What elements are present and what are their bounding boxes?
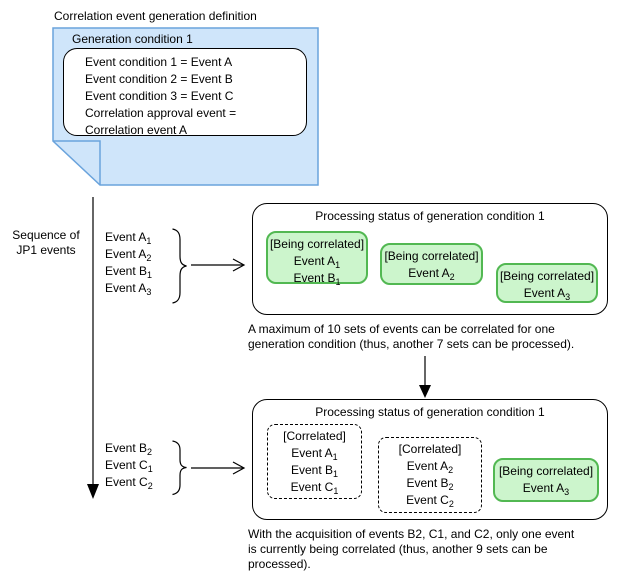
correlation-set-green: [Being correlated] Event A3	[493, 458, 599, 502]
correlation-set-dashed: [Correlated] Event A2 Event B2 Event C2	[378, 437, 482, 513]
correlation-set-green: [Being correlated] Event A2	[380, 243, 483, 285]
event-subscript: 1	[147, 464, 153, 474]
event-item: Event B2	[105, 440, 153, 457]
event-subscript: 1	[335, 260, 341, 270]
condition-line: Event condition 3 = Event C	[85, 89, 234, 103]
event-item: Event A2	[379, 458, 481, 475]
event-name: Event A	[523, 286, 566, 300]
event-item: Event C2	[105, 474, 153, 491]
event-subscript: 1	[147, 270, 153, 280]
status-tag: [Being correlated]	[498, 464, 594, 478]
event-item: Event B1	[268, 462, 361, 479]
status-tag: [Correlated]	[283, 429, 346, 443]
event-name: Event C	[105, 458, 148, 472]
event-item: Event A2	[105, 246, 152, 263]
caption-line: With the acquisition of events B2, C1, a…	[248, 527, 575, 541]
right-arrow-head-icon	[232, 461, 246, 475]
event-item: Event A3	[498, 285, 596, 302]
page-title: Correlation event generation definition	[54, 9, 257, 23]
event-name: Event A	[522, 481, 565, 495]
event-name: Event A	[406, 459, 449, 473]
event-subscript: 2	[448, 499, 454, 509]
event-item: Event A2	[382, 265, 481, 282]
condition-line: Event condition 2 = Event B	[85, 72, 233, 86]
caption-line: generation condition (thus, another 7 se…	[248, 337, 575, 351]
brace-icon	[172, 228, 187, 304]
event-subscript: 2	[449, 272, 455, 282]
event-item: Event C1	[105, 457, 153, 474]
status-tag: [Being correlated]	[384, 249, 479, 263]
caption-line: A maximum of 10 sets of events can be co…	[248, 322, 555, 336]
status-tag: [Correlated]	[398, 442, 462, 456]
event-name: Event B	[105, 441, 148, 455]
caption-2: With the acquisition of events B2, C1, a…	[248, 527, 574, 572]
caption-line: processed).	[248, 557, 311, 571]
event-subscript: 3	[565, 292, 571, 302]
event-name: Event C	[105, 475, 148, 489]
event-subscript: 2	[146, 253, 152, 263]
event-item: Event A1	[268, 253, 366, 270]
sequence-label-line: JP1 events	[16, 243, 76, 257]
condition-line: Correlation event A	[85, 123, 188, 137]
event-subscript: 1	[335, 277, 341, 287]
event-subscript: 1	[332, 452, 338, 462]
event-name: Event C	[290, 480, 334, 494]
event-subscript: 3	[146, 287, 152, 297]
event-subscript: 1	[146, 236, 152, 246]
event-item: Event B1	[105, 263, 152, 280]
event-name: Event B	[105, 264, 148, 278]
status-box-title: Processing status of generation conditio…	[315, 405, 545, 419]
caption-1: A maximum of 10 sets of events can be co…	[248, 322, 574, 352]
event-item: Event A3	[495, 480, 597, 497]
event-name: Event B	[290, 463, 333, 477]
event-subscript: 2	[147, 481, 153, 491]
status-box-title: Processing status of generation conditio…	[315, 209, 545, 223]
generation-condition-heading: Generation condition 1	[72, 32, 193, 46]
event-name: Event A	[105, 247, 147, 261]
event-item: Event C2	[379, 492, 481, 509]
caption-line: is currently being correlated (thus, ano…	[248, 542, 548, 556]
event-item: Event A3	[105, 280, 152, 297]
down-arrow-head-icon	[419, 385, 431, 398]
event-subscript: 2	[448, 465, 454, 475]
event-group-1: Event A1 Event A2 Event B1 Event A3	[105, 229, 152, 297]
event-subscript: 1	[333, 486, 339, 496]
sequence-label: Sequence of JP1 events	[4, 228, 88, 258]
condition-list: Event condition 1 = Event A Event condit…	[85, 54, 236, 139]
event-group-2: Event B2 Event C1 Event C2	[105, 440, 153, 491]
condition-line: Correlation approval event =	[85, 106, 237, 120]
status-tag: [Being correlated]	[499, 269, 595, 283]
event-name: Event B	[406, 476, 449, 490]
event-name: Event C	[406, 493, 449, 507]
bubble-fold-crease	[53, 140, 101, 185]
event-name: Event B	[293, 271, 336, 285]
sequence-arrow-head-icon	[87, 484, 99, 499]
event-subscript: 2	[448, 482, 454, 492]
event-name: Event A	[105, 281, 147, 295]
event-item: Event C1	[268, 479, 361, 496]
event-name: Event A	[293, 254, 336, 268]
condition-line: Event condition 1 = Event A	[85, 55, 233, 69]
event-subscript: 3	[564, 487, 570, 497]
event-item: Event A1	[105, 229, 152, 246]
correlation-set-green: [Being correlated] Event A3	[496, 263, 598, 303]
event-name: Event A	[105, 230, 147, 244]
event-name: Event A	[408, 266, 450, 280]
event-item: Event B1	[268, 270, 366, 287]
sequence-label-line: Sequence of	[12, 228, 80, 242]
event-item: Event B2	[379, 475, 481, 492]
event-name: Event A	[291, 446, 333, 460]
correlation-set-dashed: [Correlated] Event A1 Event B1 Event C1	[267, 424, 362, 499]
event-subscript: 1	[333, 469, 339, 479]
right-arrow-head-icon	[232, 258, 246, 272]
status-tag: [Being correlated]	[269, 237, 365, 251]
correlation-set-green: [Being correlated] Event A1 Event B1	[266, 231, 368, 287]
brace-icon	[172, 440, 187, 496]
event-subscript: 2	[147, 447, 153, 457]
event-item: Event A1	[268, 445, 361, 462]
